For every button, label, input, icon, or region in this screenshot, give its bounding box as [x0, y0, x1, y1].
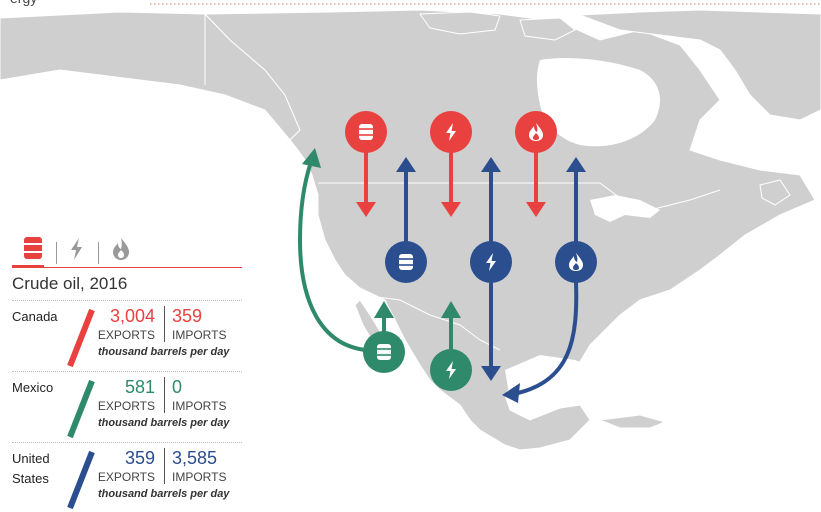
tab-separator [98, 242, 99, 264]
oil-barrel-icon [398, 253, 414, 271]
oil-barrel-icon [376, 343, 392, 361]
unit-label: thousand barrels per day [98, 417, 230, 429]
value-divider [164, 377, 165, 413]
energy-type-tabs [12, 236, 244, 268]
exports-label: EXPORTS [97, 399, 155, 413]
newfoundland-island [759, 179, 791, 206]
exports-value: 3,004 [109, 306, 155, 326]
imports-label: IMPORTS [172, 470, 227, 484]
us-gas-arrowhead-up [566, 157, 586, 172]
exports-label: EXPORTS [97, 470, 155, 484]
country-row-united-states: United States 359 EXPORTS 3,585 IMPORTS … [0, 442, 245, 512]
borders [204, 14, 721, 351]
us-electricity-marker[interactable] [470, 241, 512, 283]
canada-oil-arrowhead [356, 202, 376, 217]
country-name: Canada [12, 309, 58, 324]
canada-electricity-arrowhead [441, 202, 461, 217]
imports-value: 0 [172, 377, 183, 397]
country-color-slash [67, 450, 95, 510]
oil-barrel-icon [358, 123, 374, 141]
hudson-bay-water [536, 58, 660, 147]
us-gas-arrowhead-mexico [502, 383, 520, 403]
canada-oil-marker[interactable] [345, 111, 387, 153]
active-tab-indicator [12, 265, 44, 268]
country-color-slash [67, 379, 95, 439]
country-name: United States [12, 451, 50, 486]
us-gas-marker[interactable] [555, 241, 597, 283]
us-oil-marker[interactable] [385, 241, 427, 283]
exports-value: 359 [124, 448, 155, 468]
tab-separator [56, 242, 57, 264]
us-electricity-arrowhead-down [481, 366, 501, 381]
unit-label: thousand barrels per day [98, 346, 230, 358]
mexico-oil-arrowhead-curve [302, 148, 321, 168]
us-mexico-border [361, 294, 501, 351]
mexico-oil-arrowhead-up [374, 301, 394, 318]
unit-label: thousand barrels per day [98, 488, 230, 500]
country-name: Mexico [12, 380, 54, 395]
imports-value: 359 [172, 306, 203, 326]
us-oil-arrowhead [396, 157, 416, 172]
canada-gas-marker[interactable] [515, 111, 557, 153]
imports-label: IMPORTS [172, 399, 227, 413]
country-color-slash [67, 308, 95, 368]
greenland-landmass [579, 9, 821, 121]
arctic-island-b [519, 17, 576, 41]
mexico-electricity-marker[interactable] [430, 349, 472, 391]
exports-value: 581 [124, 377, 155, 397]
mexico-electricity-arrowhead [441, 301, 461, 318]
us-electricity-arrowhead-up [481, 157, 501, 172]
row-divider [12, 371, 242, 372]
cuba-island [599, 414, 667, 429]
trade-panel: Crude oil, 2016 Canada 3,004 EXPORTS 359… [0, 228, 245, 510]
canada-electricity-marker[interactable] [430, 111, 472, 153]
markers [345, 111, 597, 391]
imports-label: IMPORTS [172, 328, 227, 342]
value-divider [164, 448, 165, 484]
canada-us-border [318, 182, 721, 211]
flow-arrows [297, 148, 586, 403]
oil-barrel-icon[interactable] [22, 236, 44, 262]
mexico-oil-export-arrow-curve [297, 161, 367, 352]
lightning-bolt-icon[interactable] [66, 236, 88, 262]
gas-flame-icon[interactable] [110, 236, 132, 262]
row-divider [12, 442, 242, 443]
us-gas-export-arrow-mexico [517, 281, 579, 395]
exports-label: EXPORTS [97, 328, 155, 342]
country-row-canada: Canada 3,004 EXPORTS 359 IMPORTS thousan… [0, 300, 245, 370]
gulf-of-mexico-water [505, 355, 600, 405]
row-divider [12, 300, 242, 301]
great-lakes-water [590, 195, 660, 222]
arctic-island-a [419, 11, 501, 35]
value-divider [164, 306, 165, 342]
canada-gas-arrowhead [526, 202, 546, 217]
country-row-mexico: Mexico 581 EXPORTS 0 IMPORTS thousand ba… [0, 371, 245, 441]
panel-title: Crude oil, 2016 [12, 274, 128, 293]
imports-value: 3,585 [172, 448, 218, 468]
tabs-rule [12, 267, 242, 268]
header-fragment: ergy [10, 0, 37, 6]
mexico-oil-marker[interactable] [363, 331, 405, 373]
